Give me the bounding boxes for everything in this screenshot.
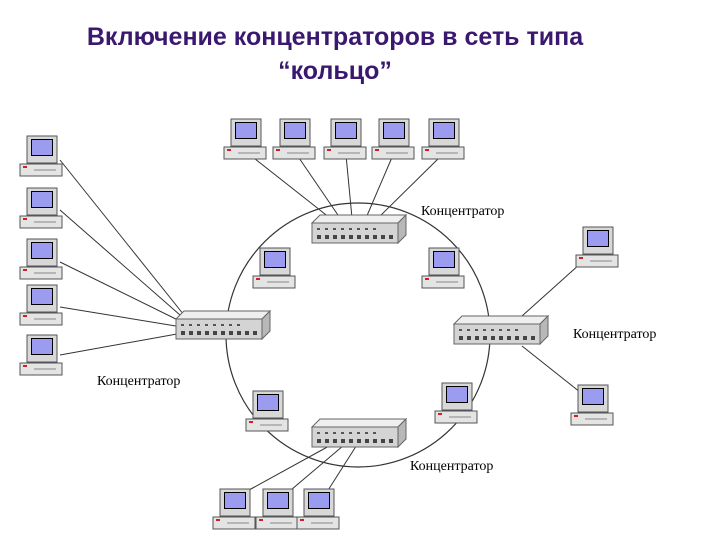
top-hub-links bbox=[249, 154, 443, 219]
computer-icon bbox=[371, 118, 415, 160]
computer-icon bbox=[323, 118, 367, 160]
computer-icon bbox=[296, 488, 340, 530]
computer-icon bbox=[421, 118, 465, 160]
computer-icon bbox=[245, 390, 289, 432]
hub-label-bottom: Концентратор bbox=[410, 459, 493, 474]
computer-icon bbox=[19, 187, 63, 229]
network-hub-icon bbox=[311, 214, 407, 244]
network-hub-icon bbox=[175, 310, 271, 340]
computer-icon bbox=[252, 247, 296, 289]
left-hub-links bbox=[59, 159, 189, 356]
hub-label-right: Концентратор bbox=[573, 327, 656, 342]
computer-icon bbox=[212, 488, 256, 530]
computer-icon bbox=[19, 135, 63, 177]
network-hub-icon bbox=[311, 418, 407, 448]
network-hub-icon bbox=[453, 315, 549, 345]
computer-icon bbox=[19, 238, 63, 280]
computer-icon bbox=[19, 284, 63, 326]
hub-label-top: Концентратор bbox=[421, 204, 504, 219]
computer-icon bbox=[575, 226, 619, 268]
computer-icon bbox=[19, 334, 63, 376]
computer-icon bbox=[272, 118, 316, 160]
computer-icon bbox=[255, 488, 299, 530]
computer-icon bbox=[570, 384, 614, 426]
computer-icon bbox=[421, 247, 465, 289]
hub-label-left: Концентратор bbox=[97, 374, 180, 389]
bottom-hub-links bbox=[239, 439, 361, 496]
title-line-2: “кольцо” bbox=[278, 57, 392, 85]
computer-icon bbox=[223, 118, 267, 160]
computer-icon bbox=[434, 382, 478, 424]
title-line-1: Включение концентраторов в сеть типа bbox=[86, 23, 584, 51]
diagram-title: Включение концентраторов в сеть типа “ко… bbox=[20, 20, 650, 88]
